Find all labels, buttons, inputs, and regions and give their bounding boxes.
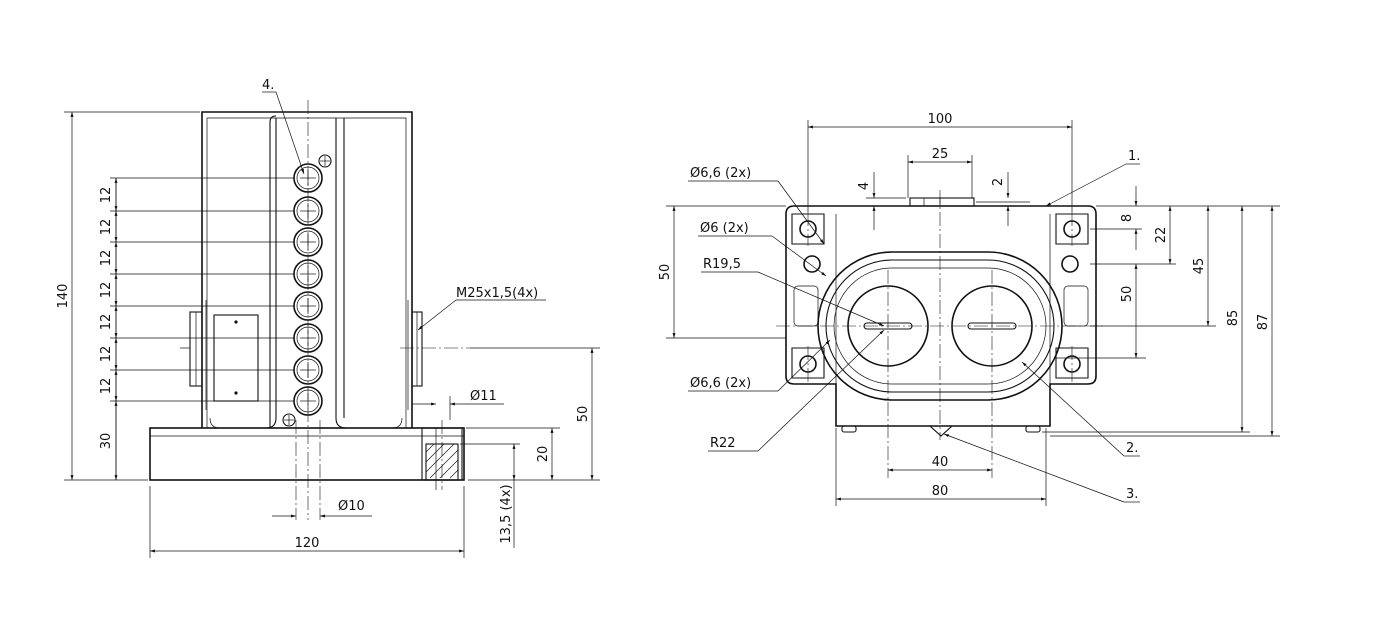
dim-50-side: 50 xyxy=(576,406,591,423)
hole-6: Ø6 (2x) xyxy=(700,221,749,236)
hole-66-bottom: Ø6,6 (2x) xyxy=(690,376,751,391)
dim-12-f: 12 xyxy=(99,346,114,363)
side-view: 140 12 12 12 12 12 12 12 xyxy=(56,78,600,558)
base-threaded-hole xyxy=(421,420,463,490)
dim-40: 40 xyxy=(932,455,949,470)
dim-13-5: 13,5 (4x) xyxy=(499,484,514,543)
dim-12-g: 12 xyxy=(99,378,114,395)
dim-22: 22 xyxy=(1154,227,1169,244)
dim-2: 2 xyxy=(991,178,1006,186)
label-1: 1. xyxy=(1128,149,1140,164)
indicator-column xyxy=(282,154,332,427)
dim-12-c: 12 xyxy=(99,250,114,267)
top-view: 100 25 4 2 1. Ø6,6 (2x) Ø6 (2x) R19,5 xyxy=(658,112,1280,506)
housing-outline xyxy=(201,111,413,428)
dim-80: 80 xyxy=(932,484,949,499)
dia-10: Ø10 xyxy=(338,499,365,514)
dim-12-a: 12 xyxy=(99,187,114,204)
dia-11: Ø11 xyxy=(470,389,497,404)
dim-20: 20 xyxy=(536,446,551,463)
label-3: 3. xyxy=(1126,487,1138,502)
dim-12-b: 12 xyxy=(99,219,114,236)
dim-140: 140 xyxy=(56,284,71,309)
r22: R22 xyxy=(710,436,736,451)
left-window xyxy=(213,314,259,402)
dim-87: 87 xyxy=(1256,314,1271,331)
dim-4: 4 xyxy=(857,182,872,190)
dim-50-right: 50 xyxy=(1120,286,1135,303)
hole-66-top: Ø6,6 (2x) xyxy=(690,166,751,181)
label-4: 4. xyxy=(262,78,274,93)
thread-label: M25x1,5(4x) xyxy=(456,286,538,301)
dim-25: 25 xyxy=(932,147,949,162)
dim-100: 100 xyxy=(928,112,953,127)
dim-85: 85 xyxy=(1226,310,1241,327)
r195: R19,5 xyxy=(703,257,741,272)
dim-8: 8 xyxy=(1120,214,1135,222)
base-plate xyxy=(149,427,465,481)
dim-50-left: 50 xyxy=(658,264,673,281)
label-2: 2. xyxy=(1126,441,1138,456)
dim-30: 30 xyxy=(99,433,114,450)
dim-45: 45 xyxy=(1192,258,1207,275)
flange-outline xyxy=(785,205,1097,427)
dim-120: 120 xyxy=(295,536,320,551)
dim-12-e: 12 xyxy=(99,314,114,331)
dim-12-d: 12 xyxy=(99,282,114,299)
